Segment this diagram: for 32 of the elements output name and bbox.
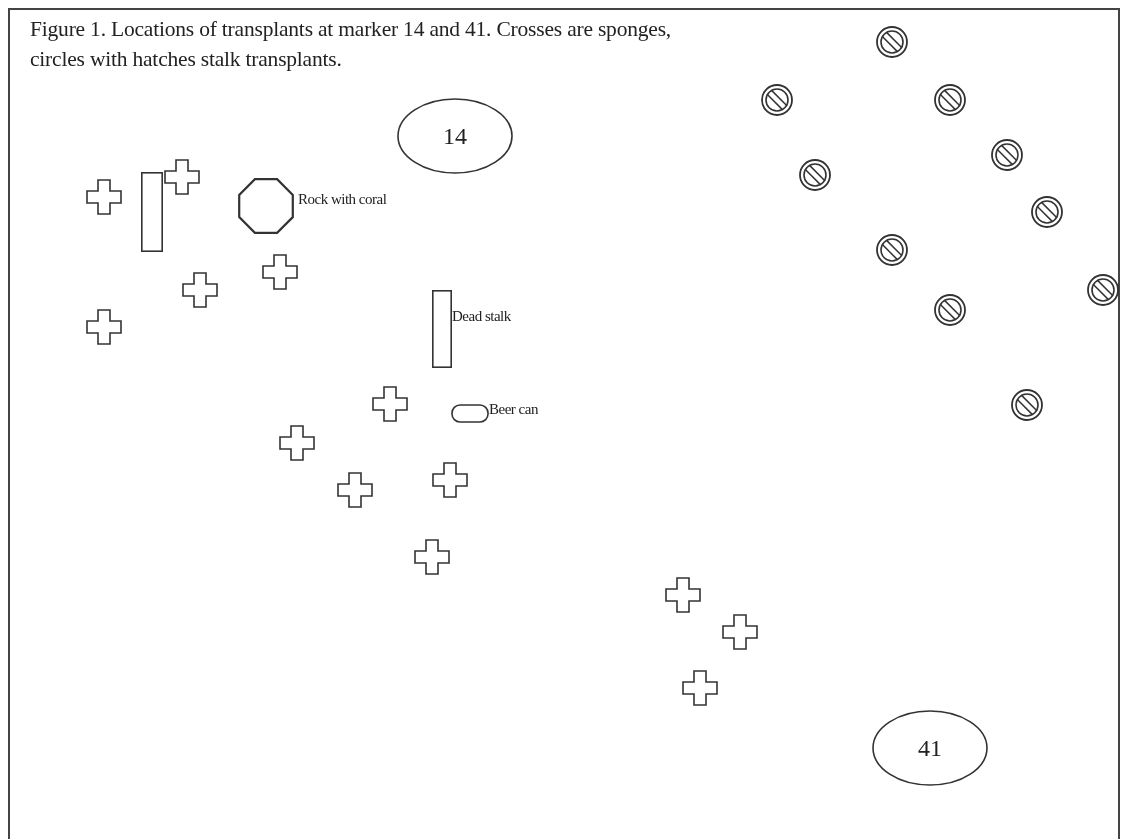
marker-ellipse (397, 98, 513, 174)
hatched-circle-marker (934, 294, 966, 326)
hatched-circle-marker (1087, 274, 1119, 306)
cross-marker (414, 539, 450, 575)
cross-marker (665, 577, 701, 613)
marker-ellipse (872, 710, 988, 786)
cross-marker (432, 462, 468, 498)
cross-marker (262, 254, 298, 290)
figure-title: Figure 1. Locations of transplants at marker 14 and 41. Crosses are sponges, circles with hatches stalk transplants. (30, 16, 672, 73)
object-label: Rock with coral (298, 191, 387, 208)
hatched-circle-marker (799, 159, 831, 191)
hatched-circle-marker (876, 26, 908, 58)
cross-marker (279, 425, 315, 461)
cross-marker (182, 272, 218, 308)
object-label: Dead stalk (452, 308, 511, 325)
hatched-circle-marker (876, 234, 908, 266)
cross-marker (372, 386, 408, 422)
cross-marker (337, 472, 373, 508)
cross-marker (682, 670, 718, 706)
hatched-circle-marker (991, 139, 1023, 171)
object-label: Beer can (489, 401, 538, 418)
cross-marker (164, 159, 200, 195)
marker-number: 41 (917, 733, 943, 763)
hatched-circle-marker (934, 84, 966, 116)
hatched-circle-marker (1011, 389, 1043, 421)
cross-marker (722, 614, 758, 650)
cross-marker (86, 309, 122, 345)
rectangle-outline (141, 172, 163, 252)
hatched-circle-marker (761, 84, 793, 116)
hatched-circle-marker (1031, 196, 1063, 228)
marker-number: 14 (442, 121, 468, 151)
cross-marker (86, 179, 122, 215)
